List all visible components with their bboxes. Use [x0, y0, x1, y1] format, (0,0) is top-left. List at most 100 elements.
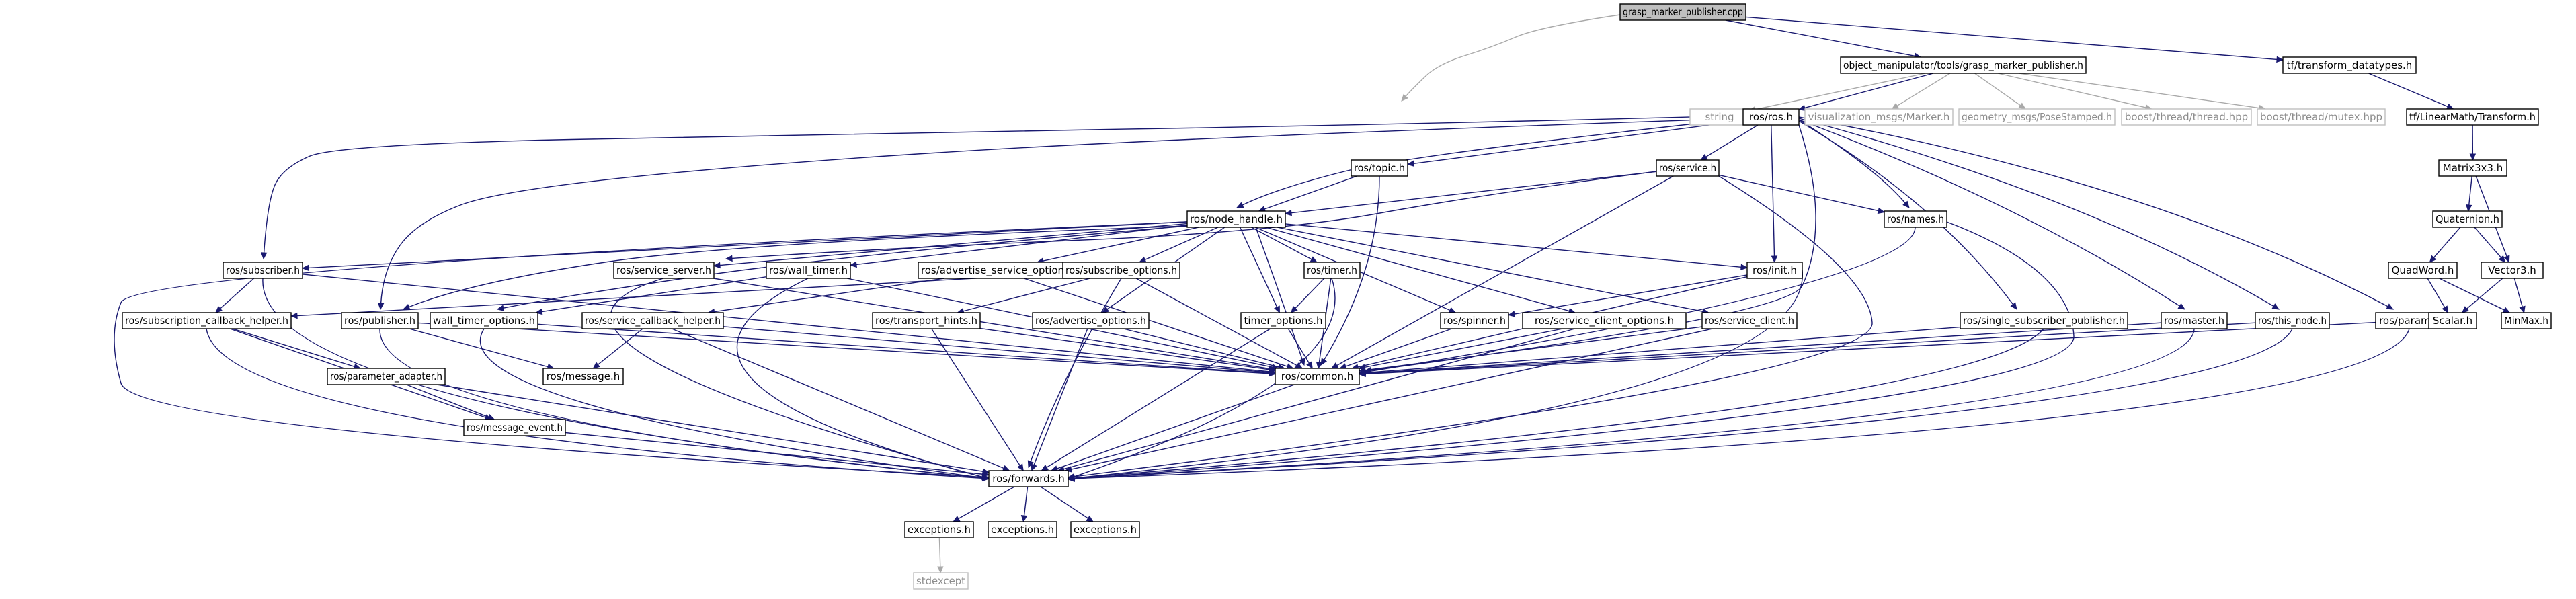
node-box — [2501, 312, 2552, 329]
node-boost-thread: boost/thread/thread.hpp — [2121, 108, 2252, 126]
node-box — [918, 262, 1082, 279]
edge-service_server-to-forwards — [610, 278, 983, 478]
node-exc2[interactable]: exceptions.h — [988, 521, 1057, 538]
edge-sub_opts-to-common — [1135, 278, 1297, 366]
node-param-adapter[interactable]: ros/parameter_adapter.h — [327, 368, 446, 385]
node-single-sub-pub[interactable]: ros/single_subscriber_publisher.h — [1960, 312, 2128, 329]
node-tf-lm[interactable]: tf/LinearMath/Transform.h — [2406, 108, 2539, 126]
node-master[interactable]: ros/master.h — [2161, 312, 2228, 329]
node-publisher[interactable]: ros/publisher.h — [341, 312, 419, 329]
node-srv-client-opts[interactable]: ros/service_client_options.h — [1522, 312, 1687, 329]
node-service-server[interactable]: ros/service_server.h — [613, 262, 715, 279]
edge-root-to-tf_dt — [1745, 16, 2278, 61]
node-box — [988, 521, 1057, 538]
node-timer[interactable]: ros/timer.h — [1303, 262, 1361, 279]
node-topic[interactable]: ros/topic.h — [1351, 159, 1408, 177]
node-quaternion[interactable]: Quaternion.h — [2432, 210, 2503, 228]
edge-gmp_h-to-ros_ros — [1804, 73, 1934, 109]
arrowhead-param-to-common — [1358, 370, 1366, 378]
edge-gmp_h-to-boost_mutex — [2019, 73, 2260, 109]
node-box — [2428, 312, 2477, 329]
node-stdexcept: stdexcept — [913, 572, 969, 590]
node-transport-hints[interactable]: ros/transport_hints.h — [872, 312, 981, 329]
arrowhead-tf_lm-to-matrix3x3 — [2469, 153, 2477, 161]
arrowhead-tf_dt-to-tf_lm — [2446, 103, 2454, 110]
node-label: Vector3.h — [2488, 264, 2536, 276]
node-box — [2406, 108, 2539, 126]
edge-quadword-to-minmax — [2439, 278, 2505, 311]
edge-vector3-to-scalar — [2466, 278, 2503, 309]
node-box — [2282, 56, 2417, 74]
node-label: ros/spinner.h — [1443, 315, 1506, 327]
node-spinner[interactable]: ros/spinner.h — [1440, 312, 1509, 329]
node-ros-ros[interactable]: ros/ros.h — [1742, 108, 1800, 126]
edge-matrix3x3-to-quaternion — [2468, 175, 2472, 206]
node-label: Quaternion.h — [2436, 213, 2499, 225]
node-forwards[interactable]: ros/forwards.h — [988, 470, 1069, 487]
arrowhead-param_adapter-to-message_event — [487, 414, 495, 420]
node-wall-timer[interactable]: ros/wall_timer.h — [766, 262, 851, 279]
edge-quadword-to-scalar — [2427, 278, 2446, 308]
node-service[interactable]: ros/service.h — [1656, 159, 1720, 177]
node-box — [430, 312, 538, 329]
edge-wall_timer-to-forwards — [736, 278, 983, 478]
node-boost-mutex: boost/thread/mutex.hpp — [2257, 108, 2386, 126]
node-tf-dt[interactable]: tf/transform_datatypes.h — [2282, 56, 2417, 74]
edge-topic-to-node_handle — [1264, 175, 1357, 210]
node-label: exceptions.h — [1074, 524, 1137, 536]
node-quadword[interactable]: QuadWord.h — [2388, 262, 2458, 279]
node-exc3[interactable]: exceptions.h — [1070, 521, 1140, 538]
node-vector3[interactable]: Vector3.h — [2481, 262, 2544, 279]
arrowhead-sub_opts-to-forwards — [1027, 460, 1034, 469]
node-scalar[interactable]: Scalar.h — [2428, 312, 2477, 329]
node-box — [1032, 312, 1150, 329]
arrowhead-gmp_h-to-ros_ros — [1798, 104, 1806, 111]
edge-root-to-gmp_h — [1725, 19, 1915, 57]
node-message[interactable]: ros/message.h — [542, 368, 624, 385]
node-root[interactable]: grasp_marker_publisher.cpp — [1619, 3, 1746, 21]
node-geo-pose: geometry_msgs/PoseStamped.h — [1958, 108, 2116, 126]
edge-service-to-common — [1336, 175, 1674, 366]
node-names[interactable]: ros/names.h — [1884, 210, 1947, 228]
edge-node_handle-to-sub_opts — [1144, 227, 1219, 260]
edge-common-to-forwards — [1057, 384, 1295, 469]
arrowhead-ros_ros-to-publisher — [377, 303, 385, 311]
node-sub-opts[interactable]: ros/subscribe_options.h — [1062, 262, 1180, 279]
edge-wall_timer_opts-to-common — [537, 323, 1270, 374]
node-subscriber[interactable]: ros/subscriber.h — [223, 262, 303, 279]
node-minmax[interactable]: MinMax.h — [2501, 312, 2552, 329]
edge-sub_cb_helper-to-param_adapter — [232, 328, 355, 367]
node-box — [2161, 312, 2228, 329]
node-label: ros/message_event.h — [467, 422, 563, 434]
arrowhead-adv_opts-to-forwards — [1031, 463, 1037, 472]
node-label: ros/common.h — [1281, 370, 1354, 383]
edge-forwards-to-exc3 — [1040, 486, 1088, 519]
node-init[interactable]: ros/init.h — [1746, 262, 1803, 279]
node-srv-cb-helper[interactable]: ros/service_callback_helper.h — [581, 312, 724, 329]
node-box — [327, 368, 446, 385]
node-exc1[interactable]: exceptions.h — [904, 521, 974, 538]
node-matrix3x3[interactable]: Matrix3x3.h — [2438, 159, 2507, 177]
edge-service-to-service_server — [731, 171, 1657, 259]
node-srv-client[interactable]: ros/service_client.h — [1701, 312, 1798, 329]
node-adv-opts[interactable]: ros/advertise_options.h — [1032, 312, 1150, 329]
node-box — [122, 312, 292, 329]
arrowhead-node_handle-to-wall_timer — [849, 261, 857, 268]
node-box — [2438, 159, 2507, 177]
node-adv-srv-opts[interactable]: ros/advertise_service_options.h — [918, 262, 1082, 279]
node-label: ros/wall_timer.h — [769, 264, 848, 277]
node-node-handle[interactable]: ros/node_handle.h — [1186, 210, 1286, 228]
node-common[interactable]: ros/common.h — [1275, 368, 1360, 385]
node-label: ros/service_client.h — [1705, 315, 1794, 327]
node-sub-cb-helper[interactable]: ros/subscription_callback_helper.h — [122, 312, 292, 329]
node-wall-timer-opts[interactable]: wall_timer_options.h — [430, 312, 538, 329]
node-message-event[interactable]: ros/message_event.h — [463, 419, 566, 436]
node-timer-opts[interactable]: timer_options.h — [1240, 312, 1326, 329]
arrowhead-node_handle-to-timer — [1310, 256, 1318, 263]
node-gmp-h[interactable]: object_manipulator/tools/grasp_marker_pu… — [1840, 56, 2087, 74]
node-box — [1440, 312, 1509, 329]
arrowhead-gmp_h-to-geo_pose — [2018, 102, 2026, 110]
node-this-node[interactable]: ros/this_node.h — [2255, 312, 2330, 329]
arrowhead-node_handle-to-timer_opts — [1274, 305, 1280, 314]
node-label: ros/ros.h — [1749, 111, 1793, 123]
